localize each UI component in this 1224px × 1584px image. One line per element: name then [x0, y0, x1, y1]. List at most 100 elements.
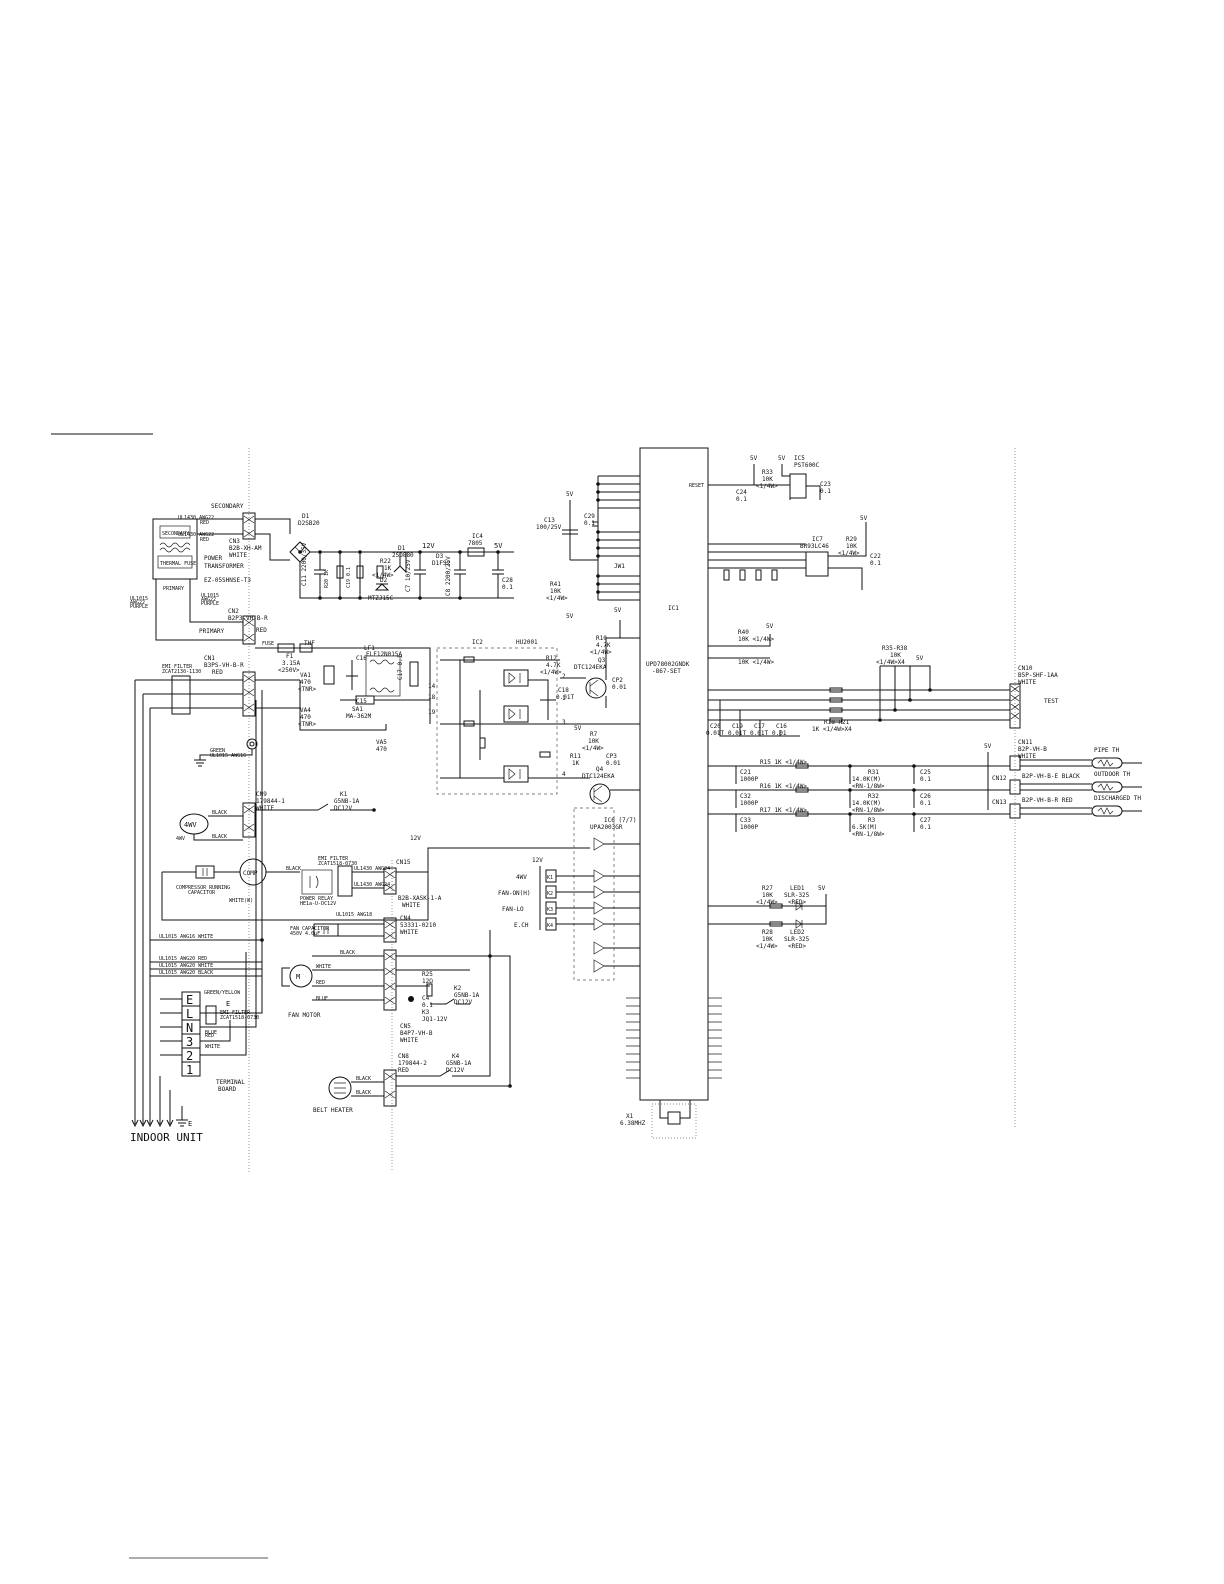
va1-value: 470 — [300, 679, 311, 686]
c33-name: C33 — [740, 817, 751, 824]
connector-fan[interactable] — [383, 949, 397, 1011]
fan-motor-m: M — [296, 973, 300, 981]
connector-cn11[interactable] — [1009, 755, 1021, 771]
cn8-part: 179844-2 — [398, 1060, 427, 1067]
eeprom-resistors — [723, 569, 778, 581]
v5-r33: 5V — [750, 455, 758, 462]
ic6-name: IC6 (7/7) — [604, 817, 637, 824]
v5-r29: 5V — [860, 515, 868, 522]
led2-name: LED2 — [790, 929, 805, 936]
connector-cn8[interactable] — [383, 1069, 397, 1107]
d1-part: D2SB20 — [298, 520, 320, 527]
r41-value: 10K — [550, 588, 561, 595]
c27-value: 0.1 — [920, 824, 931, 831]
f1-name: F1 — [286, 653, 294, 660]
compressor-capacitor[interactable] — [195, 865, 215, 879]
cp3-value: 0.01 — [606, 760, 621, 767]
r15 — [795, 763, 809, 769]
ic7-part: BR93LC46 — [800, 543, 829, 550]
connector-cn3[interactable] — [242, 512, 256, 540]
c20-value: 0.01T — [706, 730, 724, 737]
d2-part: MTZJ15C — [368, 595, 394, 602]
r41-name: R41 — [550, 581, 561, 588]
lf1-part: ELF12N015A — [366, 651, 403, 658]
tb-red: RED — [205, 1033, 214, 1039]
black-label-2: BLACK — [212, 834, 227, 840]
fan-wire-red: RED — [316, 980, 325, 986]
r11-value: 1K — [572, 760, 580, 767]
r15-label: R15 1K <1/4W> — [760, 759, 807, 766]
opto-1 — [503, 669, 529, 687]
c23-value: 0.1 — [820, 488, 831, 495]
belt-heater[interactable] — [328, 1076, 352, 1100]
cn12-name: CN12 — [992, 775, 1007, 782]
ic4-name: IC4 — [472, 533, 483, 540]
transistor-q4 — [589, 783, 611, 805]
c4-name: C4 — [422, 995, 430, 1002]
ul1430-red-2: RED — [200, 537, 209, 543]
thermal-fuse-thf — [299, 643, 313, 653]
opto-2 — [503, 705, 529, 723]
power-relay-part: HE1a-U-DC12V — [300, 901, 336, 907]
connector-cn12[interactable] — [1009, 779, 1021, 795]
c33-value: 1000P — [740, 824, 758, 831]
transformer-secondary-label: SECONDARY — [162, 531, 189, 537]
nc-pins-right — [708, 997, 722, 1079]
ul1015-awg: AWG22 — [201, 597, 216, 603]
pipe-thermistor — [1091, 757, 1123, 769]
connector-cn13[interactable] — [1009, 803, 1021, 819]
fan-motor-label: FAN MOTOR — [288, 1012, 321, 1019]
connector-cn10[interactable] — [1009, 683, 1021, 729]
green-yellow: GREEN/YELLOW — [204, 990, 241, 996]
connector-cn2[interactable] — [242, 615, 256, 645]
r41-power: <1/4W> — [546, 595, 568, 602]
fuse-f1[interactable] — [277, 643, 295, 653]
ic1-name: IC1 — [668, 605, 679, 612]
r32-type: <RN-1/8W> — [852, 807, 885, 814]
green-ul-label: UL1015 AWG16 — [210, 753, 246, 759]
fan-motor[interactable] — [281, 964, 313, 988]
power-relay-label: POWER RELAY — [300, 896, 333, 902]
led1 — [795, 901, 803, 911]
cn3-color: WHITE — [229, 552, 247, 559]
lf1-name: LF1 — [364, 645, 375, 652]
four-wv-label: 4WV — [184, 821, 197, 829]
r33-name: R33 — [762, 469, 773, 476]
d3-part: 2SD880 — [392, 552, 414, 559]
sa1-name: SA1 — [352, 706, 363, 713]
va4-value: 470 — [300, 714, 311, 721]
belt-heater-label: BELT HEATER — [313, 1107, 353, 1114]
v5-r7: 5V — [574, 725, 582, 732]
r35-value: 10K — [890, 652, 901, 659]
connector-cn9[interactable] — [242, 802, 256, 838]
r39-value: 10K <1/4W> — [738, 659, 775, 666]
r22-value: 1K — [384, 565, 392, 572]
c20-name: C20 — [710, 723, 721, 730]
r11-name: R11 — [570, 753, 581, 760]
r22-power: <1/4W> — [372, 572, 394, 579]
c27-name: C27 — [920, 817, 931, 824]
ic5-reset-ic — [789, 473, 807, 499]
k1-name: K1 — [340, 791, 348, 798]
r25-resistor — [426, 983, 433, 997]
ul-awg20-black: UL1015 AWG20 BLACK — [159, 970, 213, 976]
comp-white: WHITE(W) — [229, 898, 253, 904]
r25-name: R25 — [422, 971, 433, 978]
r7-value: 10K — [588, 738, 599, 745]
r10-power: <1/4W> — [590, 649, 612, 656]
ul1015-cn4: UL1015 AWG18 — [336, 912, 372, 918]
v5-r40: 5V — [766, 623, 774, 630]
coil-k2: K2 — [547, 891, 553, 897]
pipe-th-label: PIPE TH — [1094, 747, 1120, 754]
emi1-label: EMI FILTER — [162, 664, 193, 670]
cn10-name: CN10 — [1018, 665, 1033, 672]
opto-3 — [503, 765, 529, 783]
emi2-label: EMI FILTER — [318, 856, 349, 862]
c11-label: C11 2200/35V — [301, 542, 308, 586]
c28-value: 0.1 — [502, 584, 513, 591]
c26-name: C26 — [920, 793, 931, 800]
connector-cn4[interactable] — [383, 917, 397, 943]
term-1: 1 — [186, 1063, 193, 1077]
fan-capacitor[interactable] — [313, 923, 339, 937]
connector-cn15[interactable] — [383, 867, 397, 895]
